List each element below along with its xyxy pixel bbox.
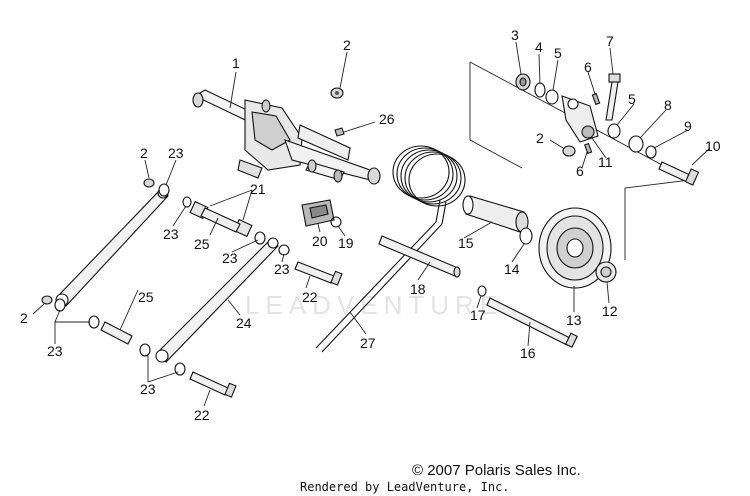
callout-14: 14 — [504, 261, 520, 277]
callout-labels: 1 2 2 2 2 3 4 5 5 6 6 7 8 9 10 11 12 13 … — [20, 27, 721, 423]
part-17-washer — [477, 285, 487, 297]
part-9-washer — [645, 145, 657, 159]
part-8-washer — [628, 135, 644, 153]
rendered-by-credit: Rendered by LeadVenture, Inc. — [300, 480, 510, 494]
part-14-washer — [519, 227, 533, 245]
callout-21: 21 — [250, 181, 266, 197]
part-6-pin-lower — [584, 142, 593, 155]
part-25-pin-lower — [100, 321, 133, 345]
part-24-link-arm-lower — [155, 237, 279, 363]
part-4-washer — [534, 82, 546, 98]
callout-20: 20 — [312, 233, 328, 249]
callout-15: 15 — [458, 235, 474, 251]
callout-26: 26 — [379, 111, 395, 127]
part-15-spacer-tube — [462, 195, 529, 233]
part-19-washer — [330, 216, 342, 228]
part-10-bolt — [658, 161, 700, 186]
callout-8: 8 — [664, 97, 672, 113]
part-23-washers — [54, 183, 290, 376]
callout-18: 18 — [410, 281, 426, 297]
callout-10: 10 — [705, 138, 721, 154]
callout-2-left: 2 — [140, 145, 148, 161]
part-27-torsion-spring — [315, 145, 466, 353]
part-18-shaft — [378, 235, 461, 278]
part-7-bolt — [605, 73, 621, 121]
callout-23-b: 23 — [163, 226, 179, 242]
callout-25-upper: 25 — [194, 236, 210, 252]
part-25-pin-upper — [200, 207, 241, 233]
callout-25-lower: 25 — [138, 289, 154, 305]
leader-lines — [32, 41, 711, 407]
callout-23-d: 23 — [274, 261, 290, 277]
part-2-nut-right — [562, 145, 576, 157]
callout-13: 13 — [566, 312, 582, 328]
callout-19: 19 — [338, 235, 354, 251]
callout-17: 17 — [470, 307, 486, 323]
callout-24: 24 — [236, 315, 252, 331]
part-22-bolt-lower — [189, 371, 237, 398]
callout-1: 1 — [232, 55, 240, 71]
callout-2-lower-left: 2 — [20, 310, 28, 326]
callout-11: 11 — [598, 154, 613, 170]
callout-9: 9 — [684, 118, 692, 134]
callout-16: 16 — [520, 345, 536, 361]
callout-22-upper: 22 — [302, 289, 318, 305]
watermark-text: LEADVENTURE — [245, 290, 504, 320]
part-3-bearing — [515, 73, 531, 91]
callout-23-c: 23 — [222, 250, 238, 266]
part-5-washer-upper — [545, 89, 559, 105]
callout-2-top: 2 — [343, 37, 351, 53]
part-26-screw — [334, 127, 345, 137]
part-11-arm-bracket — [561, 95, 599, 143]
callout-23-f: 23 — [140, 381, 156, 397]
copyright-notice: © 2007 Polaris Sales Inc. — [412, 462, 581, 479]
part-16-long-bolt — [486, 297, 578, 348]
part-2-nut-lower-left — [41, 295, 53, 305]
callout-5-lower: 5 — [628, 91, 636, 107]
part-22-bolt-upper — [294, 261, 343, 286]
part-1-axle-housing — [192, 89, 381, 185]
callout-23-a: 23 — [168, 145, 184, 161]
callout-4: 4 — [535, 39, 543, 55]
part-12-bearing — [595, 261, 617, 283]
part-20-block — [301, 199, 335, 227]
callout-7: 7 — [606, 33, 614, 49]
callout-23-e: 23 — [47, 343, 63, 359]
callout-6-upper: 6 — [584, 59, 592, 75]
part-2-nut-left — [143, 178, 155, 188]
callout-5-upper: 5 — [554, 45, 562, 61]
part-6-pin-upper — [591, 92, 601, 106]
callout-22-lower: 22 — [194, 407, 210, 423]
callout-6-lower: 6 — [576, 163, 584, 179]
part-13-idler-wheel — [538, 207, 612, 289]
callout-2-right: 2 — [536, 130, 544, 146]
part-2-nut-top — [330, 87, 344, 99]
part-5-washer-lower — [607, 123, 621, 139]
bracket-bottom-edge — [469, 139, 523, 169]
callout-12: 12 — [602, 303, 618, 319]
callout-3: 3 — [511, 27, 519, 43]
callout-27: 27 — [360, 335, 376, 351]
